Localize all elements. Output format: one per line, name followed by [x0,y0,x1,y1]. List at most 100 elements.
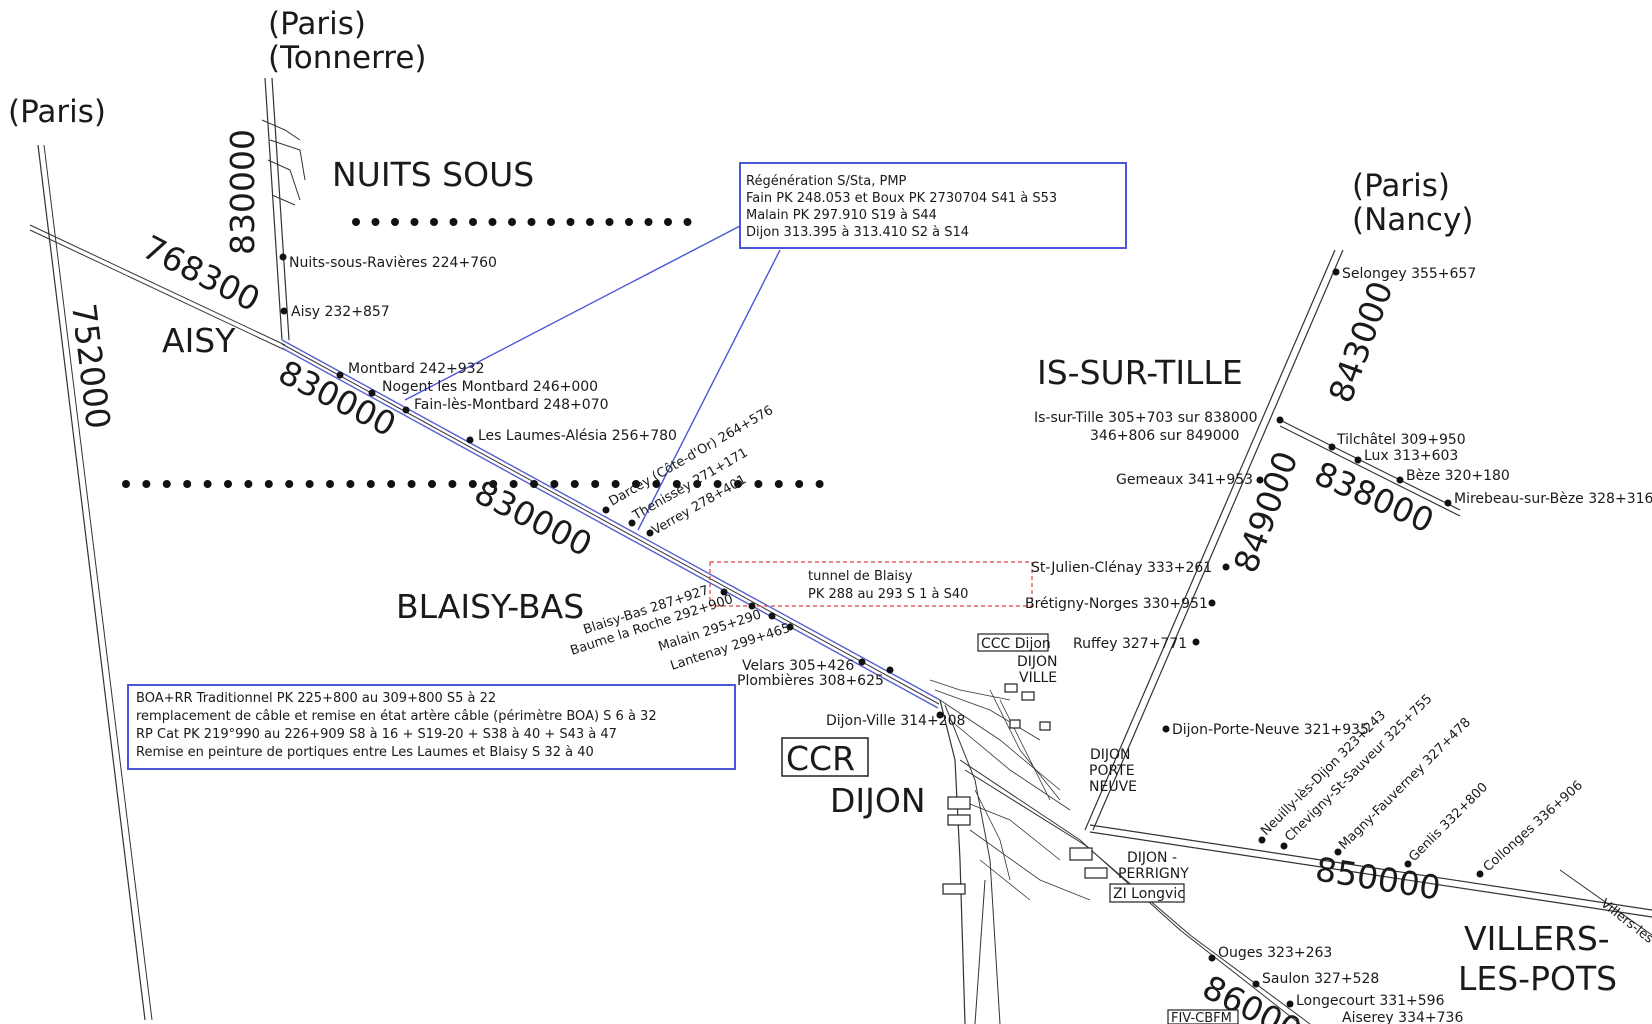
separator-dot [428,480,436,488]
note-leaders [404,225,781,531]
separator-dot [570,480,579,488]
separator-dot [605,218,614,226]
label-dp-1: DIJON - [1127,850,1177,866]
station-dijon-porte-neuve: Dijon-Porte-Neuve 321+935 [1172,722,1369,738]
label-dpn-2: PORTE [1089,763,1135,779]
separator-dot [547,218,555,226]
boa-line-3: RP Cat PK 219°990 au 226+909 S8 à 16 + S… [136,727,617,742]
region-ccr: CCR [786,739,855,778]
direction-nancy: (Nancy) [1352,202,1473,238]
region-is-sur-tille: IS-SUR-TILLE [1037,353,1243,392]
separator-dot [326,480,334,488]
label-zi-longvic: ZI Longvic [1113,886,1185,902]
station-aisy: Aisy 232+857 [291,304,390,320]
region-dijon: DIJON [830,781,926,820]
station-st-julien: St-Julien-Clénay 333+261 [1031,560,1212,576]
separator-dot [591,480,600,488]
station-is-sur-tille-1: Is-sur-Tille 305+703 sur 838000 [1034,410,1258,426]
direction-paris-left: (Paris) [8,94,106,130]
direction-paris-top: (Paris) [268,6,366,42]
separator-dot [652,480,661,488]
tunnel-line-2: PK 288 au 293 S 1 à S40 [808,587,968,602]
station-aiserey: Aiserey 334+736 [1342,1010,1463,1024]
separator-dot [566,218,575,226]
label-dpn-3: NEUVE [1089,779,1137,795]
separator-dot [449,218,458,226]
separator-dot [754,480,763,488]
zi-longvic-box [1109,883,1185,903]
region-villers-1: VILLERS- [1464,919,1610,958]
separator-dot [774,480,783,488]
line-849000: 849000 [1226,446,1306,578]
regeneration-line-3: Malain PK 297.910 S19 à S44 [746,208,937,223]
separator-dot [713,480,722,488]
boa-line-4: Remise en peinture de portiques entre Le… [136,745,594,760]
separator-dot [815,480,824,488]
separator-dot [644,218,653,226]
separator-dot [430,218,438,226]
station-collonges: Collonges 336+906 [1481,778,1586,875]
region-nuits-sous: NUITS SOUS [332,155,534,194]
separator-dot [224,480,232,488]
label-dijon-ville-2: VILLE [1019,670,1057,686]
separator-dot [346,480,355,488]
station-darcey: Darcey (Côte-d'Or) 264+576 [607,403,776,510]
station-tilchatel: Tilchâtel 309+950 [1336,432,1466,448]
station-longecourt: Longecourt 331+596 [1296,993,1445,1009]
region-villers-2: LES-POTS [1458,959,1617,998]
separator-dot [468,480,477,488]
station-velars: Velars 305+426 [742,658,854,674]
station-bretigny: Brétigny-Norges 330+951 [1025,596,1208,612]
dotted-line-middle [122,480,824,488]
separator-dot [244,480,253,488]
direction-paris-right: (Paris) [1352,168,1450,204]
separator-dot [352,218,360,226]
separator-dot [527,218,536,226]
direction-tonnerre: (Tonnerre) [268,40,427,76]
station-laumes: Les Laumes-Alésia 256+780 [478,428,677,444]
separator-dot [366,480,375,488]
tunnel-note: tunnel de Blaisy PK 288 au 293 S 1 à S40 [709,561,1033,607]
station-gemeaux: Gemeaux 341+953 [1116,472,1253,488]
separator-dot [469,218,477,226]
region-blaisy-bas: BLAISY-BAS [396,587,584,626]
separator-dot [489,480,498,488]
line-850000: 850000 [1313,849,1444,907]
separator-dot [407,480,416,488]
dijon-station-boxes [942,683,1108,895]
separator-dot [391,218,399,226]
boa-line-1: BOA+RR Traditionnel PK 225+800 au 309+80… [136,691,496,706]
separator-dot [203,480,212,488]
station-is-sur-tille-2: 346+806 sur 849000 [1090,428,1239,444]
station-nogent: Nogent les Montbard 246+000 [382,379,598,395]
region-aisy: AISY [162,321,236,360]
separator-dot [509,480,518,488]
fiv-cbfm-box [1167,1009,1239,1024]
line-752000: 752000 [64,301,118,431]
station-beze: Bèze 320+180 [1406,468,1510,484]
separator-dot [795,480,804,488]
ccc-dijon-box [977,633,1049,652]
label-fiv-cbfm: FIV-CBFM [1171,1011,1232,1024]
regeneration-line-4: Dijon 313.395 à 313.410 S2 à S14 [746,225,969,240]
tunnel-line-1: tunnel de Blaisy [808,569,913,584]
line-830000-vertical: 830000 [223,129,262,255]
station-selongey: Selongey 355+657 [1342,266,1476,282]
station-lux: Lux 313+603 [1364,448,1458,464]
station-ruffey: Ruffey 327+771 [1073,636,1187,652]
stations: Nuits-sous-Ravières 224+760 Aisy 232+857… [279,253,1652,1024]
station-genlis: Genlis 332+800 [1406,780,1491,865]
separator-dot [448,480,457,488]
separator-dot [183,480,192,488]
ccr-box [781,737,869,777]
label-ccc-dijon: CCC Dijon [981,636,1051,652]
separator-dot [625,218,633,226]
station-saulon: Saulon 327+528 [1262,971,1379,987]
separator-dot [664,218,672,226]
regeneration-line-2: Fain PK 248.053 et Boux PK 2730704 S41 à… [746,191,1057,206]
separator-dot [586,218,594,226]
separator-dot [410,218,419,226]
separator-dot [530,480,538,488]
separator-dot [162,480,171,488]
separator-dot [672,480,681,488]
